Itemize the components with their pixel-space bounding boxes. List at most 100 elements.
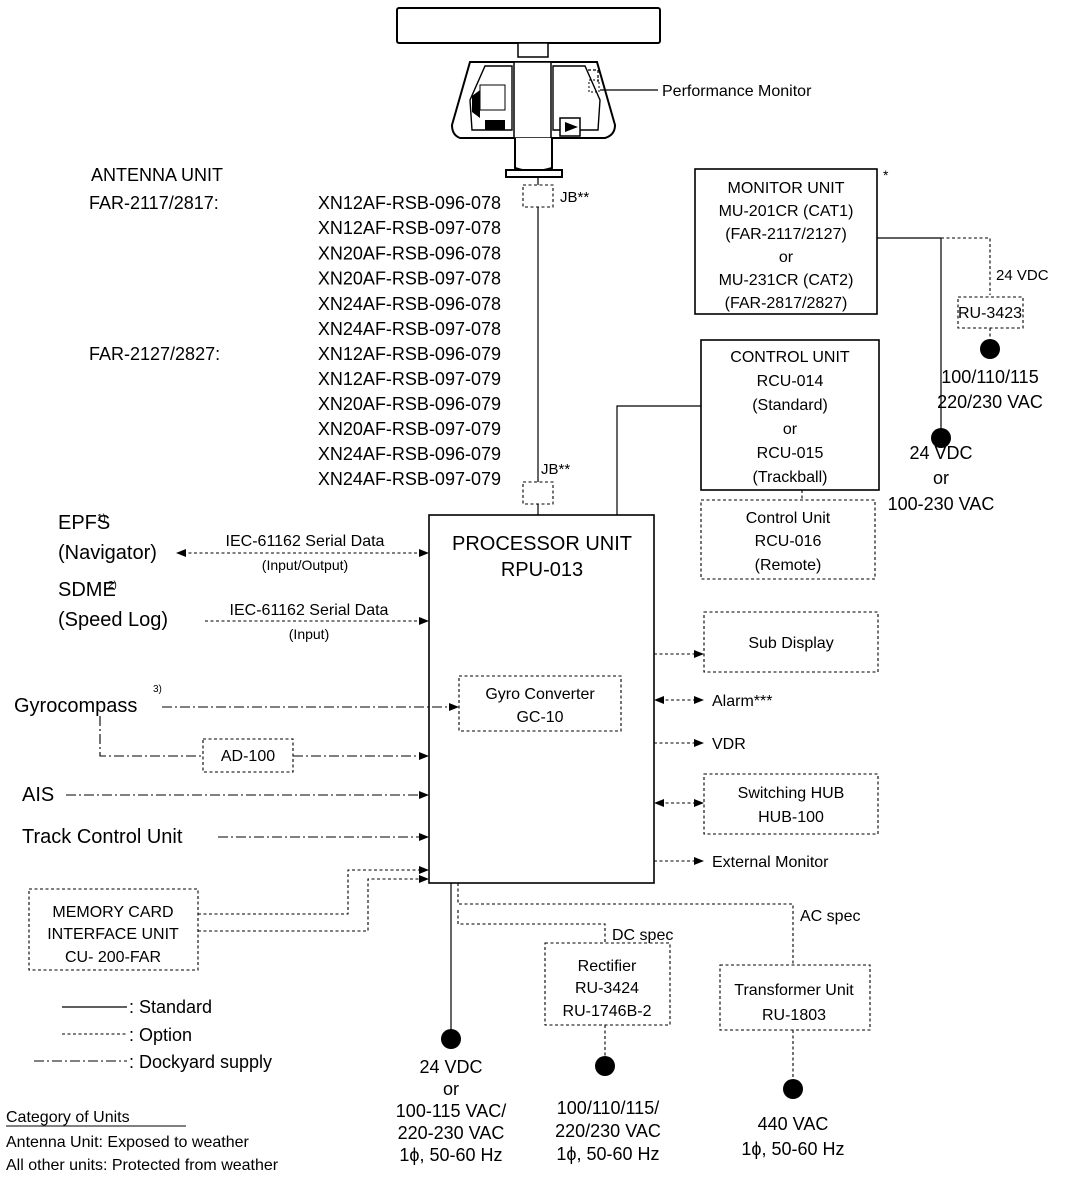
monitor-unit-line: (FAR-2117/2127) (725, 226, 847, 243)
sub-display-box (703, 611, 879, 673)
rectifier-power-line: 1ϕ, 50-60 Hz (556, 1144, 659, 1164)
alarm-label: Alarm*** (712, 693, 772, 710)
ac-spec-label: AC spec (800, 908, 860, 925)
antenna-model-item: XN20AF-RSB-097-079 (318, 419, 501, 439)
monitor-unit-line: MONITOR UNIT (727, 180, 844, 197)
antenna-group2-label: FAR-2127/2827: (89, 344, 220, 364)
main-power-line: or (443, 1079, 459, 1099)
transformer-power-line2: 1ϕ, 50-60 Hz (741, 1139, 844, 1159)
control-unit-line: (Trackball) (753, 469, 828, 486)
control-unit-line: CONTROL UNIT (730, 349, 850, 366)
antenna-model-item: XN12AF-RSB-096-078 (318, 193, 501, 213)
gyro-converter-box (458, 675, 622, 732)
antenna-model-list: XN12AF-RSB-096-078XN12AF-RSB-097-078XN20… (318, 193, 501, 489)
antenna-model-item: XN24AF-RSB-096-078 (318, 294, 501, 314)
monitor-power-line1: 24 VDC (909, 443, 972, 463)
control-unit-cable (616, 405, 701, 515)
category-line2: All other units: Protected from weather (6, 1157, 279, 1174)
gyrocompass-footnote: 3) (153, 684, 162, 695)
ad-100-label: AD-100 (221, 748, 275, 765)
ru-3423-power-line1: 100/110/115 (941, 367, 1038, 387)
antenna-group1-label: FAR-2117/2817: (89, 193, 219, 213)
monitor-optional-cable (941, 237, 991, 295)
memory-card-unit-box (28, 888, 199, 971)
main-power-line: 220-230 VAC (398, 1123, 505, 1143)
control-unit-line: RCU-014 (757, 373, 824, 390)
antenna-model-item: XN24AF-RSB-097-078 (318, 319, 501, 339)
gyro-converter-model: GC-10 (516, 709, 563, 726)
memory-card-line2: INTERFACE UNIT (47, 926, 179, 943)
epfs-footnote: 1) (97, 513, 106, 524)
rectifier-power-line: 100/110/115/ (557, 1098, 659, 1118)
jb-top-label: JB** (560, 189, 589, 206)
sub-display-label: Sub Display (748, 635, 833, 652)
rectifier-terminal (595, 1056, 615, 1076)
main-power-terminal (441, 1029, 461, 1049)
monitor-unit-line: MU-201CR (CAT1) (719, 203, 854, 220)
antenna-unit-heading: ANTENNA UNIT (91, 165, 223, 185)
switching-hub-label: Switching HUB (738, 785, 845, 802)
remote-control-line3: (Remote) (755, 557, 822, 574)
gyrocompass-label: Gyrocompass (14, 695, 137, 717)
transformer-box (719, 964, 871, 1031)
external-monitor-label: External Monitor (712, 854, 829, 871)
remote-control-unit-box (700, 499, 876, 580)
rectifier-line1: Rectifier (578, 958, 637, 975)
legend-dockyard-label: : Dockyard supply (129, 1052, 272, 1072)
monitor-unit-text: MONITOR UNIT MU-201CR (CAT1) (FAR-2117/212… (719, 180, 854, 312)
monitor-unit-line: (FAR-2817/2827) (725, 295, 848, 312)
sdme-data-label: IEC-61162 Serial Data (230, 602, 389, 619)
transformer-terminal (783, 1079, 803, 1099)
processor-unit-model: RPU-013 (501, 559, 583, 581)
vdr-label: VDR (712, 736, 746, 753)
ais-label: AIS (22, 784, 54, 806)
antenna-model-item: XN12AF-RSB-097-078 (318, 218, 501, 238)
monitor-power-line3: 100-230 VAC (888, 494, 995, 514)
remote-control-line1: Control Unit (746, 510, 831, 527)
monitor-unit-line: or (779, 249, 794, 266)
category-line1: Antenna Unit: Exposed to weather (6, 1134, 249, 1151)
antenna-model-item: XN24AF-RSB-096-079 (318, 444, 501, 464)
ad-100-box (202, 738, 294, 773)
monitor-unit-star: * (883, 167, 889, 183)
antenna-model-item: XN20AF-RSB-096-078 (318, 243, 501, 263)
gyro-converter-label: Gyro Converter (485, 686, 595, 703)
transformer-power-line1: 440 VAC (758, 1114, 829, 1134)
ru-3423-box (957, 296, 1024, 329)
antenna-model-item: XN12AF-RSB-096-079 (318, 344, 501, 364)
rectifier-power-text: 100/110/115/220/230 VAC 1ϕ, 50-60 Hz (555, 1098, 661, 1164)
switching-hub-box (703, 773, 879, 835)
memory-card-line3: CU- 200-FAR (65, 949, 161, 966)
main-power-line: 24 VDC (419, 1057, 482, 1077)
rectifier-line3: RU-1746B-2 (563, 1003, 652, 1020)
switching-hub-model: HUB-100 (758, 809, 824, 826)
ru-3423-terminal (980, 339, 1000, 359)
processor-unit-title: PROCESSOR UNIT (452, 533, 632, 555)
epfs-data-label: IEC-61162 Serial Data (226, 533, 385, 550)
ac-spec-cable (457, 883, 794, 965)
control-unit-line: or (783, 421, 798, 438)
monitor-24vdc-label: 24 VDC (996, 267, 1049, 284)
memory-card-connection-2 (198, 878, 425, 932)
sdme-label: SDME (58, 579, 116, 601)
junction-box-top (522, 184, 554, 208)
jb-bottom-label: JB** (541, 461, 570, 478)
control-unit-box (700, 339, 880, 491)
memory-card-line1: MEMORY CARD (52, 904, 173, 921)
category-title: Category of Units (6, 1109, 130, 1126)
dc-spec-cable (457, 910, 606, 943)
epfs-sublabel: (Navigator) (58, 542, 157, 564)
rectifier-power-line: 220/230 VAC (555, 1121, 661, 1141)
gyro-ad100-connection (99, 716, 203, 757)
performance-monitor-label: Performance Monitor (662, 83, 812, 100)
transformer-line2: RU-1803 (762, 1007, 826, 1024)
monitor-unit-box (694, 168, 878, 315)
junction-box-bottom (522, 481, 554, 505)
remote-control-line2: RCU-016 (755, 533, 822, 550)
memory-card-connection-1 (198, 869, 425, 915)
antenna-model-item: XN24AF-RSB-097-079 (318, 469, 501, 489)
control-unit-text: CONTROL UNITRCU-014(Standard)orRCU-015(T… (730, 349, 850, 486)
